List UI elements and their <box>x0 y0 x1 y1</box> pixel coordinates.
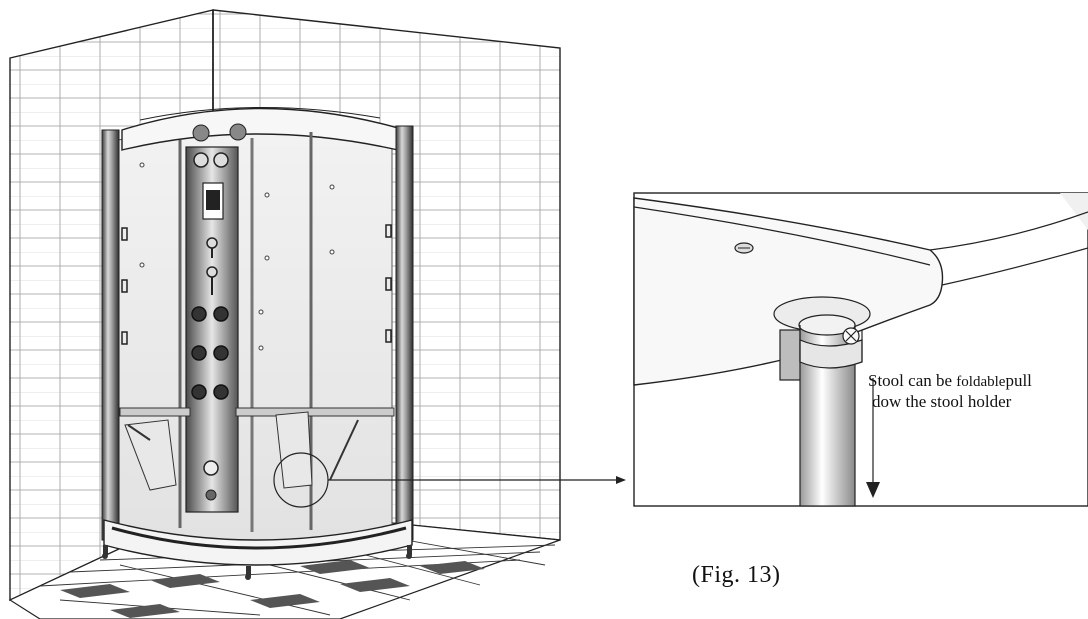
caption-label: Fig. 13 <box>700 562 773 588</box>
callout-line1-c: pull <box>1005 371 1032 390</box>
detail-inset <box>633 192 1088 507</box>
caption-open-paren: ( <box>692 562 701 588</box>
leader-arrow <box>328 476 626 484</box>
figure-caption: (Fig. 13) <box>692 562 781 589</box>
callout-text: Stool can be foldablepull dow the stool … <box>868 371 1088 412</box>
callout-line1-a: Stool can be <box>868 371 953 390</box>
callout-line1-b: foldable <box>956 374 1006 390</box>
caption-close-paren: ) <box>772 562 781 588</box>
callout-line2: dow the stool holder <box>872 392 1012 411</box>
shower-cabin <box>101 107 414 580</box>
